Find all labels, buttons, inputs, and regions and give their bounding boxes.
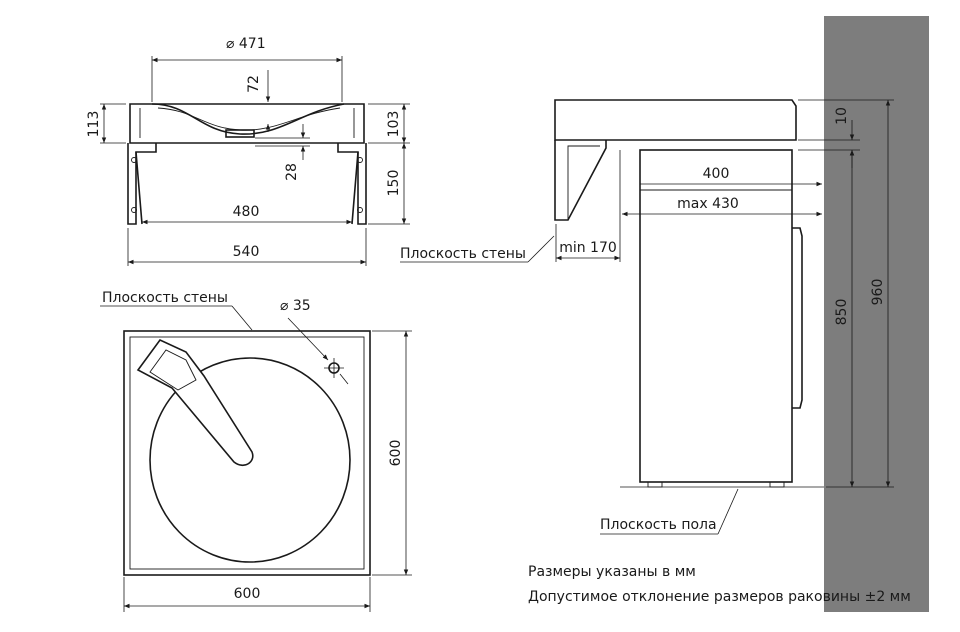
dim-plan-depth: 600: [388, 440, 404, 467]
dim-drain-offset: 28: [284, 163, 300, 181]
note-tolerance: Допустимое отклонение размеров раковины …: [528, 589, 911, 605]
sink-front-elevation: [127, 103, 367, 225]
dim-gap: 10: [834, 107, 850, 125]
dim-machine-depth: 400: [703, 166, 730, 182]
dim-height-right: 103: [386, 111, 402, 138]
dims-side-elevation: [400, 99, 894, 535]
side-elevation: [554, 99, 824, 488]
dim-hole-diameter: ⌀ 35: [280, 298, 311, 314]
dim-bowl-depth: 72: [246, 75, 262, 93]
dim-machine-height: 850: [834, 299, 850, 326]
dim-top-diameter: ⌀ 471: [226, 36, 266, 52]
dim-outer-width: 540: [233, 244, 260, 260]
dim-plan-width: 600: [234, 586, 261, 602]
label-wall-plane-top: Плоскость стены: [102, 290, 228, 306]
dim-min-offset: min 170: [559, 240, 617, 256]
dimension-labels: ⌀ 471 72 113 103 28 150 480 540 Плоскост…: [86, 36, 911, 605]
dims-front-elevation: [100, 56, 410, 266]
dim-inner-width: 480: [233, 204, 260, 220]
dims-plan-view: [100, 305, 412, 612]
dim-total-height: 960: [870, 279, 886, 306]
dim-max-depth: max 430: [677, 196, 739, 212]
dim-height-left: 113: [86, 111, 102, 138]
dim-leg-height: 150: [386, 170, 402, 197]
note-units: Размеры указаны в мм: [528, 564, 696, 580]
wall-section: [824, 16, 929, 612]
sink-plan-view: [123, 330, 371, 576]
label-wall-plane-side: Плоскость стены: [400, 246, 526, 262]
label-floor-plane: Плоскость пола: [600, 517, 717, 533]
